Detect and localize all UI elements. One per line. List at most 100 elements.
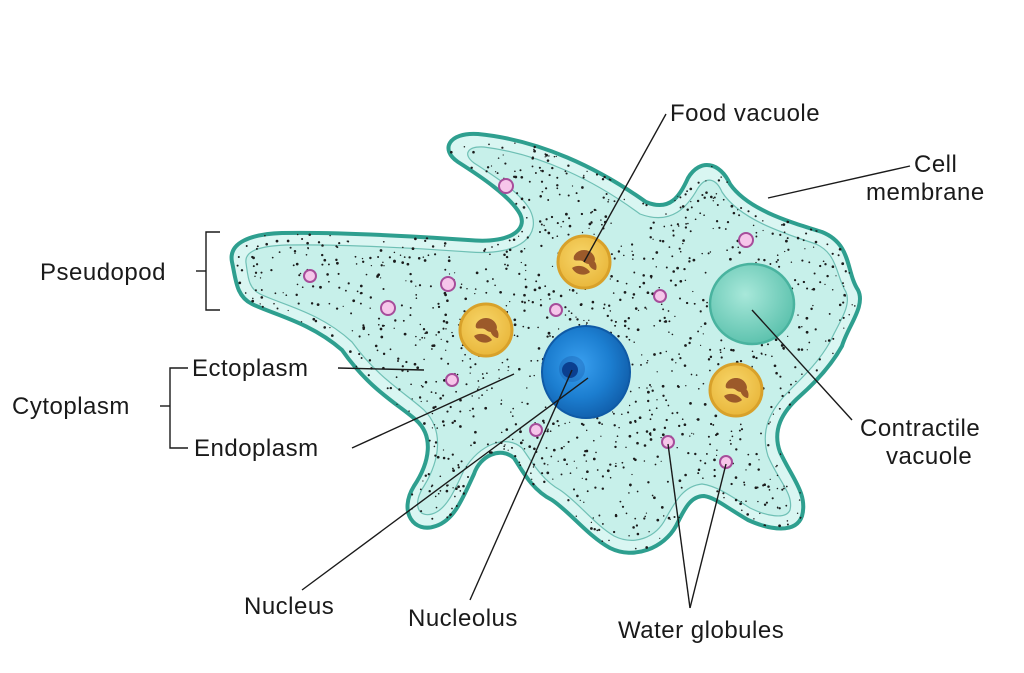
granule xyxy=(237,255,240,259)
granule xyxy=(551,335,554,338)
granule xyxy=(609,278,611,280)
granule xyxy=(800,348,804,351)
labels: Food vacuole Cell membrane Pseudopod Ect… xyxy=(12,100,984,644)
label-contractile-vacuole-line2: vacuole xyxy=(886,443,972,470)
granule xyxy=(289,246,292,249)
granule xyxy=(532,466,535,468)
granule xyxy=(453,419,456,423)
granule xyxy=(701,252,703,255)
granule xyxy=(617,250,621,253)
granule xyxy=(464,353,466,356)
granule xyxy=(415,335,417,338)
granule xyxy=(379,249,383,252)
granule xyxy=(369,307,371,309)
granule xyxy=(447,484,449,486)
granule xyxy=(508,239,511,242)
granule xyxy=(717,363,720,366)
granule xyxy=(486,166,490,169)
granule xyxy=(709,251,712,253)
granule xyxy=(408,256,411,259)
granule xyxy=(533,374,535,377)
granule xyxy=(459,410,462,413)
granule xyxy=(444,268,447,271)
granule xyxy=(697,181,700,184)
granule xyxy=(596,469,599,471)
granule xyxy=(528,198,531,201)
granule xyxy=(452,487,454,489)
granule xyxy=(689,402,692,405)
granule xyxy=(410,280,413,283)
granule xyxy=(406,262,410,266)
granule xyxy=(756,486,759,489)
granule xyxy=(393,251,396,254)
granule xyxy=(681,418,684,421)
granule xyxy=(614,445,617,449)
granule xyxy=(524,278,527,281)
granule xyxy=(240,269,244,272)
granule xyxy=(497,243,499,246)
granule xyxy=(649,418,652,421)
water-globules xyxy=(303,178,754,469)
granule xyxy=(729,442,732,445)
granule xyxy=(582,176,585,179)
granule xyxy=(448,273,451,275)
granule xyxy=(428,439,431,442)
granule xyxy=(734,498,738,502)
granule xyxy=(254,271,258,274)
granule xyxy=(474,363,477,366)
granule xyxy=(585,460,588,462)
granule xyxy=(534,172,537,174)
granule xyxy=(514,454,517,458)
granule xyxy=(426,400,428,402)
granule xyxy=(701,193,704,197)
granule xyxy=(254,275,256,278)
granule xyxy=(431,348,433,350)
granule xyxy=(531,165,534,168)
granule xyxy=(557,460,559,462)
granule xyxy=(393,327,395,329)
granule xyxy=(801,373,803,375)
granule xyxy=(292,264,295,267)
granule xyxy=(641,354,643,356)
granule xyxy=(636,490,639,493)
granule xyxy=(323,326,327,329)
label-water-globules: Water globules xyxy=(618,617,784,644)
granule xyxy=(643,460,646,462)
water-globule xyxy=(529,423,543,437)
granule xyxy=(435,334,438,336)
granule xyxy=(376,274,379,277)
granule xyxy=(679,196,682,199)
granule xyxy=(631,296,634,299)
granule xyxy=(715,193,718,195)
granule xyxy=(697,468,701,472)
granule xyxy=(767,422,770,425)
granule xyxy=(659,239,662,242)
label-nucleus: Nucleus xyxy=(244,593,334,620)
granule xyxy=(264,234,266,237)
granule xyxy=(543,480,546,484)
granule xyxy=(516,335,519,338)
granule xyxy=(489,253,491,256)
granule xyxy=(399,254,402,257)
granule xyxy=(667,310,670,312)
granule xyxy=(506,358,509,361)
granule xyxy=(837,254,840,257)
granule xyxy=(747,210,750,213)
granule xyxy=(437,302,440,305)
granule xyxy=(449,513,452,517)
granule xyxy=(797,283,800,286)
granule xyxy=(423,259,427,262)
granule xyxy=(374,344,378,348)
granule xyxy=(483,249,486,252)
granule xyxy=(461,359,464,362)
granule xyxy=(397,360,399,362)
granule xyxy=(527,326,530,330)
granule xyxy=(601,423,603,425)
granule xyxy=(568,217,571,220)
granule xyxy=(717,179,721,182)
granule xyxy=(819,281,822,284)
granule xyxy=(655,266,658,268)
granule xyxy=(679,279,683,283)
granule xyxy=(713,468,716,472)
granule xyxy=(446,299,449,302)
